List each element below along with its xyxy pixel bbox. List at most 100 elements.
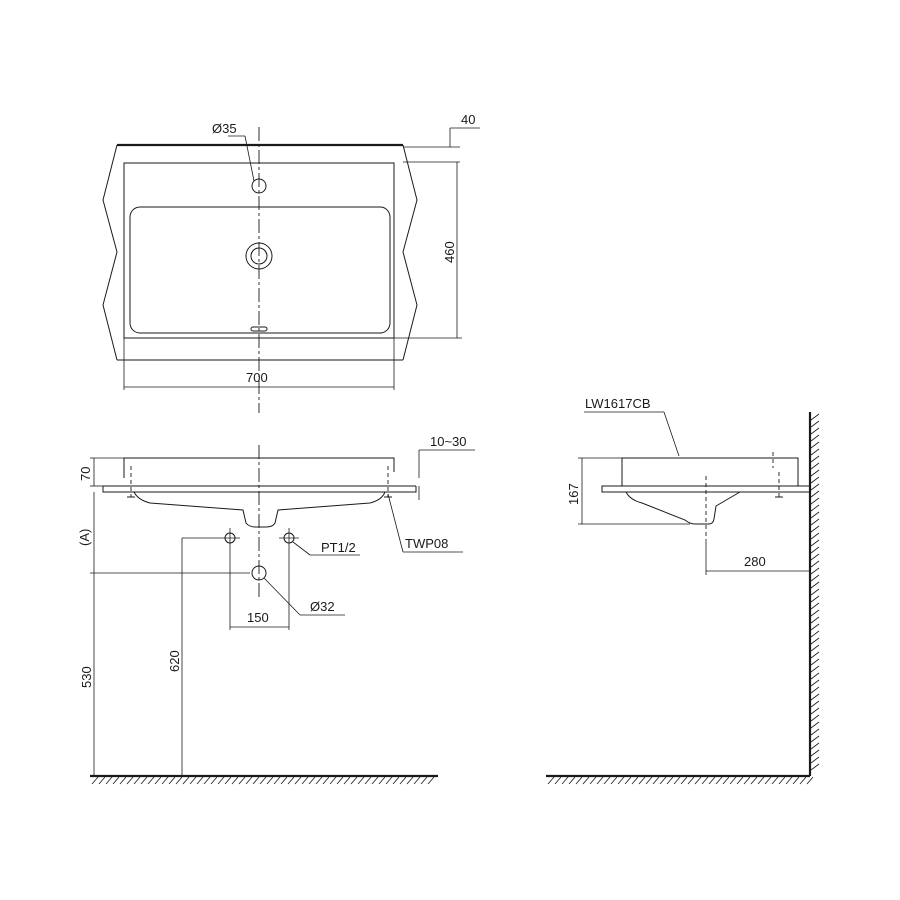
hatch-line xyxy=(322,776,330,785)
label-model: LW1617CB xyxy=(585,396,651,411)
hatch-line xyxy=(810,630,820,638)
hatch-line xyxy=(810,434,820,442)
label-dim620: 620 xyxy=(167,650,182,672)
hatch-line xyxy=(217,776,225,785)
hatch-line xyxy=(810,721,820,729)
front-counter-slab xyxy=(102,486,417,493)
hatch-line xyxy=(589,776,597,785)
hatch-line xyxy=(98,776,106,785)
hatch-line xyxy=(224,776,232,785)
hatch-line xyxy=(273,776,281,785)
label-twp08: TWP08 xyxy=(405,536,448,551)
hatch-line xyxy=(810,462,820,470)
hatch-line xyxy=(810,609,820,617)
hatch-line xyxy=(126,776,134,785)
hatch-line xyxy=(554,776,562,785)
hatch-line xyxy=(645,776,653,785)
label-dim10-30: 10~30 xyxy=(430,434,467,449)
hatch-line xyxy=(385,776,393,785)
hatch-line xyxy=(810,672,820,680)
hatch-line xyxy=(785,776,793,785)
hatch-line xyxy=(91,776,99,785)
hatch-line xyxy=(810,581,820,589)
label-dim70: 70 xyxy=(78,467,93,481)
hatch-line xyxy=(133,776,141,785)
hatch-line xyxy=(810,665,820,673)
hatch-line xyxy=(413,776,421,785)
hatch-line xyxy=(603,776,611,785)
hatch-line xyxy=(810,483,820,491)
hatch-line xyxy=(810,616,820,624)
hatch-line xyxy=(280,776,288,785)
hatch-line xyxy=(287,776,295,785)
hatch-line xyxy=(810,413,820,421)
hatch-line xyxy=(810,595,820,603)
hatch-line xyxy=(810,679,820,687)
hatch-line xyxy=(112,776,120,785)
hatch-line xyxy=(806,776,814,785)
front-view: 10~30 70 (A) PT1/2 TWP08 150 xyxy=(77,434,475,785)
side-floor-hatch xyxy=(547,776,814,785)
hatch-line xyxy=(810,763,820,771)
hatch-line xyxy=(119,776,127,785)
hatch-line xyxy=(105,776,113,785)
label-dim280: 280 xyxy=(744,554,766,569)
side-basin-body xyxy=(621,457,799,486)
hatch-line xyxy=(810,707,820,715)
hatch-line xyxy=(764,776,772,785)
hatch-line xyxy=(420,776,428,785)
hatch-line xyxy=(259,776,267,785)
hatch-line xyxy=(315,776,323,785)
hatch-line xyxy=(810,532,820,540)
hatch-line xyxy=(810,490,820,498)
hatch-line xyxy=(810,728,820,736)
hatch-line xyxy=(203,776,211,785)
hatch-line xyxy=(252,776,260,785)
front-floor-hatch xyxy=(91,776,435,785)
hatch-line xyxy=(810,420,820,428)
hatch-line xyxy=(196,776,204,785)
side-wall-hatch xyxy=(810,413,820,771)
hatch-line xyxy=(596,776,604,785)
hatch-line xyxy=(638,776,646,785)
hatch-line xyxy=(266,776,274,785)
hatch-line xyxy=(810,742,820,750)
hatch-line xyxy=(810,546,820,554)
hatch-line xyxy=(810,651,820,659)
hatch-line xyxy=(245,776,253,785)
side-view: LW1617CB 167 280 xyxy=(546,396,820,785)
label-pt12: PT1/2 xyxy=(321,540,356,555)
hatch-line xyxy=(810,644,820,652)
label-dim167: 167 xyxy=(566,483,581,505)
hatch-line xyxy=(810,553,820,561)
hatch-line xyxy=(778,776,786,785)
hatch-line xyxy=(715,776,723,785)
hatch-line xyxy=(666,776,674,785)
hatch-line xyxy=(547,776,555,785)
hatch-line xyxy=(701,776,709,785)
hatch-line xyxy=(406,776,414,785)
hatch-line xyxy=(810,497,820,505)
hatch-line xyxy=(140,776,148,785)
hatch-line xyxy=(301,776,309,785)
hatch-line xyxy=(810,637,820,645)
hatch-line xyxy=(652,776,660,785)
hatch-line xyxy=(810,623,820,631)
hatch-line xyxy=(750,776,758,785)
hatch-line xyxy=(810,588,820,596)
label-dim150: 150 xyxy=(247,610,269,625)
hatch-line xyxy=(810,700,820,708)
hatch-line xyxy=(231,776,239,785)
hatch-line xyxy=(238,776,246,785)
hatch-line xyxy=(810,469,820,477)
hatch-line xyxy=(694,776,702,785)
hatch-line xyxy=(810,658,820,666)
hatch-line xyxy=(810,539,820,547)
hatch-line xyxy=(631,776,639,785)
hatch-line xyxy=(680,776,688,785)
hatch-line xyxy=(575,776,583,785)
hatch-line xyxy=(659,776,667,785)
label-dia35: Ø35 xyxy=(212,121,237,136)
hatch-line xyxy=(336,776,344,785)
